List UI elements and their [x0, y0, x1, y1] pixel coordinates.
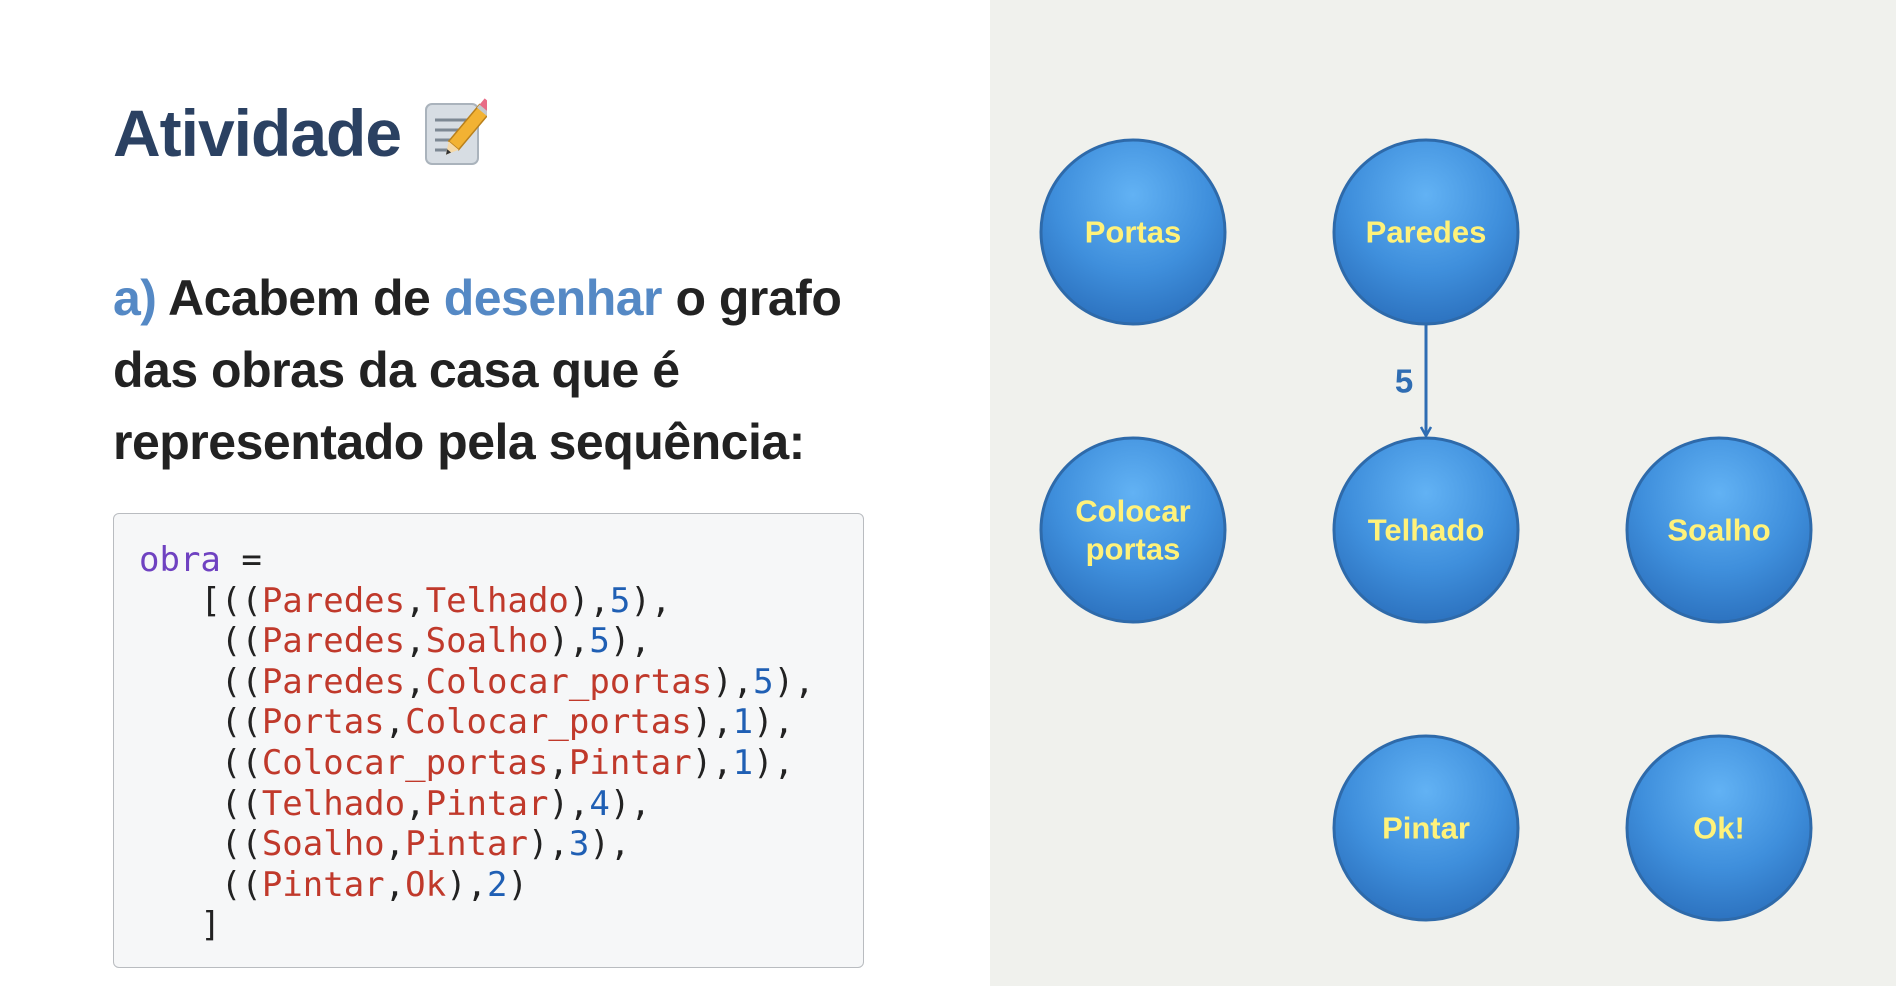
node-pintar: Pintar	[1332, 734, 1520, 922]
node-paredes: Paredes	[1332, 138, 1520, 326]
code-weight: 5	[753, 661, 774, 702]
node-label: Soalho	[1667, 513, 1770, 548]
code-source-node: Paredes	[261, 661, 406, 702]
node-telhado: Telhado	[1332, 436, 1520, 624]
question-text-before: Acabem de	[168, 270, 431, 326]
left-pane: Atividade a) Acabem de desenhar o g	[113, 95, 893, 968]
code-weight: 3	[568, 824, 590, 865]
code-weight: 4	[589, 783, 610, 824]
memo-icon	[423, 98, 495, 168]
code-target-node: Colocar_portas	[425, 661, 713, 702]
node-ok: Ok!	[1625, 734, 1813, 922]
code-target-node: Pintar	[405, 824, 528, 865]
code-source-node: Colocar_portas	[261, 742, 549, 783]
node-circle	[1039, 138, 1227, 326]
code-line: ((Paredes,Soalho),5),	[139, 621, 651, 662]
node-circle	[1332, 138, 1520, 326]
code-source-node: Pintar	[261, 864, 385, 905]
question-text-after: o grafo das obras da casa que é represen…	[113, 270, 842, 470]
code-line: ((Paredes,Colocar_portas),5),	[139, 661, 815, 702]
node-label: Paredes	[1366, 215, 1487, 250]
code-variable: obra	[139, 540, 221, 580]
code-weight: 5	[609, 580, 631, 621]
code-line: ((Colocar_portas,Pintar),1),	[139, 742, 795, 783]
node-circle	[1625, 436, 1813, 624]
node-circle	[1039, 436, 1227, 624]
code-weight: 1	[732, 702, 754, 743]
code-target-node: Soalho	[425, 621, 549, 662]
code-target-node: Pintar	[425, 783, 549, 824]
code-source-node: Telhado	[261, 783, 406, 824]
node-portas: Portas	[1039, 138, 1227, 326]
node-circle	[1332, 436, 1520, 624]
slide-title: Atividade	[113, 95, 495, 171]
code-source-node: Paredes	[261, 621, 406, 662]
code-weight: 2	[487, 864, 508, 905]
code-line: ((Telhado,Pintar),4),	[139, 783, 651, 824]
code-line: [((Paredes,Telhado),5),	[139, 580, 672, 621]
node-label: Portas	[1085, 215, 1181, 250]
code-source-node: Portas	[261, 702, 385, 743]
question-text: a) Acabem de desenhar o grafo das obras …	[113, 262, 893, 478]
code-target-node: Telhado	[425, 580, 569, 621]
node-label: Telhado	[1368, 513, 1485, 548]
code-line: ((Portas,Colocar_portas),1),	[139, 702, 795, 743]
edge-weight-label: 5	[1395, 363, 1413, 400]
node-label: Ok!	[1693, 811, 1745, 846]
code-target-node: Pintar	[568, 742, 692, 783]
node-label: Pintar	[1382, 811, 1470, 846]
node-circle	[1625, 734, 1813, 922]
code-weight: 1	[732, 742, 754, 783]
node-label: portas	[1086, 532, 1181, 567]
question-highlight: desenhar	[443, 270, 663, 326]
code-line: ((Soalho,Pintar),3),	[139, 824, 631, 865]
question-prefix: a)	[113, 270, 157, 326]
slide-title-text: Atividade	[113, 96, 402, 170]
node-label: Colocar	[1075, 494, 1190, 529]
node-soalho: Soalho	[1625, 436, 1813, 624]
code-box: obra = [((Paredes,Telhado),5), ((Paredes…	[113, 513, 864, 968]
code-target-node: Ok	[405, 864, 447, 905]
code-line: ((Pintar,Ok),2)	[139, 864, 529, 905]
code-weight: 5	[589, 621, 610, 662]
code-source-node: Paredes	[261, 580, 406, 621]
code-target-node: Colocar_portas	[405, 702, 692, 743]
code-block: obra = [((Paredes,Telhado),5), ((Paredes…	[139, 540, 815, 946]
node-circle	[1332, 734, 1520, 922]
code-source-node: Soalho	[261, 824, 385, 865]
